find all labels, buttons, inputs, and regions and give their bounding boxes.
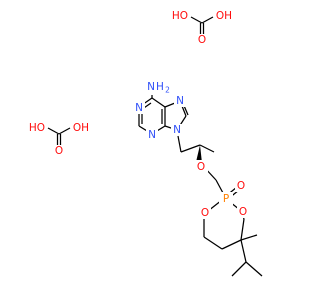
ring-oxygen-left-backdrop <box>199 207 211 219</box>
hydroxyl-label-left-top: HO <box>172 10 188 22</box>
ring-oxygen-right-backdrop <box>237 206 249 218</box>
bond-n9-ch2 <box>177 135 182 153</box>
hydroxyl-label-right-top: OH <box>216 10 232 22</box>
ether-oxygen-backdrop <box>194 160 208 174</box>
bond-chiral-methyl <box>199 144 215 153</box>
stereo-wedge-bond <box>196 145 202 163</box>
ring-nitrogen-9-label: N <box>173 124 181 136</box>
carbonic-acid-top: HO OH O <box>172 10 232 46</box>
structure-diagram: HO OH O HO OH O <box>29 10 263 277</box>
bond-ho-c-top <box>190 16 203 24</box>
amine-label-backdrop <box>143 81 177 95</box>
bond-cq-methyl <box>240 234 258 241</box>
bond-c-oh-left <box>58 127 71 135</box>
amine-hydrogen-label: H <box>156 81 164 93</box>
bond-isopropyl-methyl-right <box>245 261 263 277</box>
phosphoryl-oxygen-label: O <box>237 180 245 192</box>
side-chain: O <box>177 135 224 194</box>
phosphorus-label: P <box>223 193 229 205</box>
bond-c-oh-top <box>201 16 214 24</box>
hydroxyl-label-right-left: OH <box>73 122 89 134</box>
ring-nitrogen-1-label: N <box>135 102 143 114</box>
carbonyl-oxygen-label-left: O <box>55 145 63 157</box>
bond-ch2-chiral <box>180 144 201 153</box>
amine-nitrogen-label: N <box>147 81 155 93</box>
n9-backdrop <box>171 124 183 136</box>
bond-ho-c-left <box>47 127 60 135</box>
bond-ch2-p <box>215 179 224 194</box>
purine-core: N H 2 N N N N <box>133 81 189 141</box>
carbonic-acid-left: HO OH O <box>29 122 89 157</box>
ring-nitrogen-3-label: N <box>148 129 156 141</box>
n3-backdrop <box>146 129 158 141</box>
dioxaphosphepane-ring: P O O O <box>199 180 263 277</box>
bond-cq-isopropyl <box>240 239 247 263</box>
ring-nitrogen-7-label: N <box>176 95 184 107</box>
ring-oxygen-left-label: O <box>201 207 209 219</box>
bond-c6-c5 <box>151 97 166 108</box>
ether-oxygen-label: O <box>197 161 205 173</box>
bond-ch2-cq <box>221 239 242 250</box>
amine-group-label: N H 2 <box>147 81 170 95</box>
phosphoryl-oxygen-backdrop <box>235 180 247 192</box>
bond-isopropyl-methyl-left <box>231 261 247 277</box>
n7-backdrop <box>174 95 186 107</box>
bond-cq-ch2-right <box>240 218 245 241</box>
hydroxyl-label-left-left: HO <box>29 122 45 134</box>
bond-ch2-ch2-left <box>203 236 223 250</box>
amine-subscript-label: 2 <box>165 86 170 95</box>
ring-oxygen-right-label: O <box>239 206 247 218</box>
n1-backdrop <box>133 102 145 114</box>
carbonyl-oxygen-label-top: O <box>198 34 206 46</box>
phosphorus-backdrop <box>219 192 233 206</box>
